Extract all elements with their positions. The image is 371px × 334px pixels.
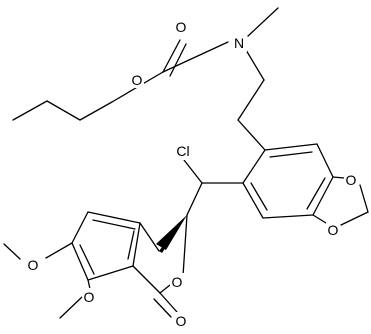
bond bbox=[12, 100, 48, 121]
label-bg bbox=[82, 288, 96, 306]
wedge-bond-stereo bbox=[156, 215, 187, 250]
bond bbox=[87, 211, 141, 224]
atom-lactone-ring-oxygen: O bbox=[172, 274, 183, 290]
bond bbox=[312, 214, 327, 224]
bond bbox=[182, 214, 188, 277]
bond bbox=[59, 296, 83, 319]
bond bbox=[186, 182, 203, 216]
bond bbox=[45, 242, 73, 259]
bond bbox=[169, 43, 187, 77]
bond bbox=[340, 211, 369, 226]
bond bbox=[250, 182, 268, 211]
bond bbox=[46, 100, 81, 121]
bond bbox=[139, 222, 160, 252]
bond bbox=[71, 242, 89, 281]
bond bbox=[159, 284, 171, 294]
label-bg bbox=[172, 142, 194, 160]
label-bg bbox=[130, 70, 144, 88]
bond bbox=[162, 41, 229, 73]
label-bg bbox=[174, 312, 188, 330]
bond bbox=[245, 49, 265, 81]
atom-chlorine: Cl bbox=[176, 143, 189, 159]
bond bbox=[79, 101, 113, 121]
label-bg bbox=[26, 256, 40, 274]
atom-ester-oxygen: O bbox=[132, 72, 143, 88]
bond-lines bbox=[3, 7, 369, 319]
atom-methoxy-oxygen-upper: O bbox=[28, 257, 39, 273]
bond bbox=[79, 244, 95, 275]
bond bbox=[87, 265, 134, 281]
bond bbox=[87, 279, 91, 290]
atom-labels: O O N Cl O O O O O O bbox=[26, 18, 358, 330]
atom-carbamate-oxygen: O bbox=[176, 19, 187, 35]
bond bbox=[183, 159, 203, 184]
bond bbox=[332, 176, 345, 179]
label-bg bbox=[231, 34, 247, 52]
bond bbox=[237, 119, 266, 151]
label-bg bbox=[344, 171, 358, 189]
atom-dioxole-oxygen-lower: O bbox=[328, 222, 339, 238]
bond bbox=[306, 177, 326, 210]
label-bg bbox=[326, 221, 340, 239]
label-bg bbox=[174, 18, 188, 36]
bond bbox=[312, 176, 334, 216]
bond bbox=[264, 143, 318, 151]
bond bbox=[242, 182, 264, 219]
bond bbox=[132, 222, 141, 267]
bond bbox=[92, 219, 136, 230]
label-bg bbox=[170, 273, 184, 291]
bond bbox=[3, 243, 21, 260]
bond bbox=[153, 298, 172, 318]
bond bbox=[242, 149, 266, 184]
bond bbox=[247, 7, 279, 37]
bond bbox=[316, 143, 334, 178]
atom-lactone-carbonyl-oxygen: O bbox=[176, 313, 187, 329]
bond bbox=[71, 211, 89, 244]
atom-dioxole-oxygen-upper: O bbox=[346, 172, 357, 188]
bond bbox=[159, 292, 178, 313]
bond bbox=[269, 151, 313, 158]
bond bbox=[127, 230, 135, 260]
bond bbox=[162, 39, 181, 73]
atom-methoxy-oxygen-lower: O bbox=[84, 289, 95, 305]
atom-nitrogen: N bbox=[234, 35, 244, 51]
bond bbox=[132, 265, 161, 294]
bond bbox=[359, 184, 369, 213]
bond bbox=[262, 214, 314, 219]
bond bbox=[237, 79, 265, 121]
